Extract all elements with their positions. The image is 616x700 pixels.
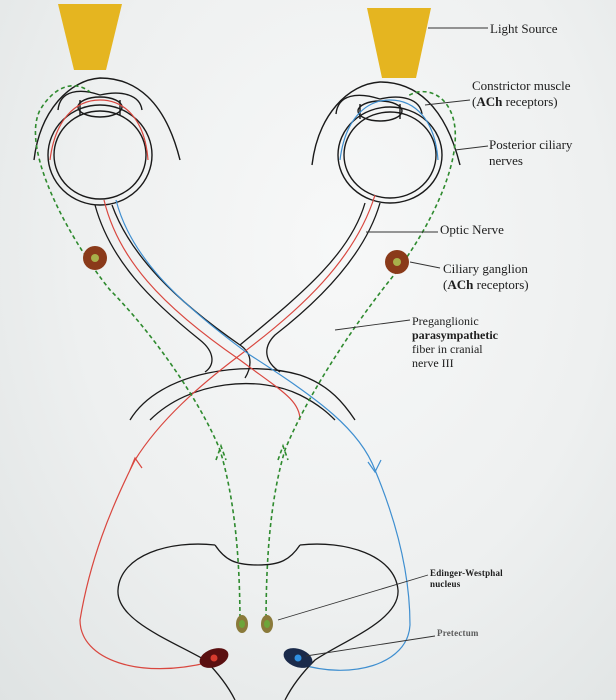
optic-nerve-label: Optic Nerve (440, 222, 504, 237)
optic-nerves (94, 202, 381, 421)
constrictor-muscle-label: Constrictor muscle (ACh receptors) (472, 78, 571, 109)
red-pathway (49, 99, 376, 670)
ciliary-ganglion-label: Ciliary ganglion (ACh receptors) (443, 261, 529, 292)
parasympathetic-fibers (34, 84, 457, 626)
pretectum-nuclei (199, 648, 313, 668)
pretectum-label: Pretectum (437, 628, 479, 638)
posterior-ciliary-label: Posterior ciliary nerves (489, 137, 573, 168)
right-eye (311, 81, 461, 204)
edinger-westphal-nuclei (236, 615, 273, 633)
blue-pathway (115, 99, 439, 671)
left-eye (33, 77, 181, 206)
ciliary-ganglion-right (385, 250, 409, 274)
preganglionic-fiber-label: Preganglionic parasympathetic fiber in c… (412, 314, 498, 370)
edinger-westphal-label: Edinger-Westphal nucleus (430, 568, 503, 589)
light-source-left (58, 4, 122, 70)
ciliary-ganglion-left (83, 246, 107, 270)
light-source-label: Light Source (490, 21, 558, 36)
light-source-right (367, 8, 431, 78)
midbrain-outline (117, 543, 399, 700)
leader-lines (277, 27, 489, 657)
